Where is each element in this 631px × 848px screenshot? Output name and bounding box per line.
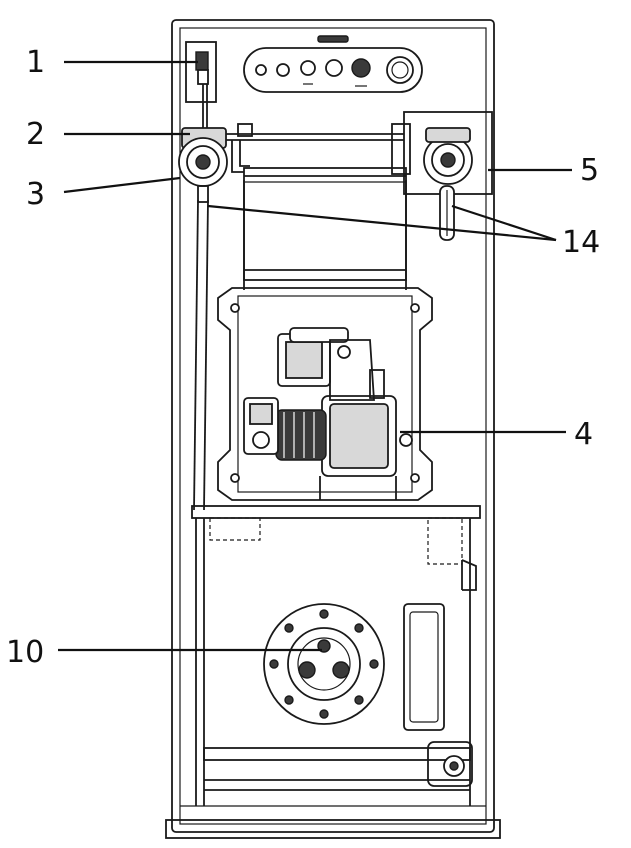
panel-knob-icon: [300, 60, 316, 76]
burner: [243, 327, 413, 500]
burner-flange: [263, 603, 385, 725]
callout-label-14: 14: [562, 225, 600, 260]
callout-label-2: 2: [26, 117, 45, 152]
leader-14a: [207, 204, 557, 242]
right-pump: [403, 111, 493, 241]
panel-knob-icon: [325, 59, 343, 77]
callout-label-10: 10: [6, 635, 44, 670]
callout-labels: 1 2 3 5 14 4 10: [6, 45, 600, 670]
header-pipes: [226, 123, 411, 281]
panel-switch-icon: [276, 63, 290, 77]
boiler-lower-body: [195, 518, 477, 806]
callout-label-4: 4: [574, 417, 593, 452]
control-panel: [243, 35, 423, 93]
pressure-gauge-icon: [386, 56, 414, 84]
combustion-chamber: [217, 180, 433, 501]
callout-label-3: 3: [26, 177, 45, 212]
lower-shelf: [191, 505, 481, 565]
panel-knob-icon: [351, 58, 371, 78]
callout-leaders: [58, 60, 572, 652]
leader-3: [63, 176, 181, 194]
left-pump: [178, 127, 228, 511]
air-vent: [185, 41, 217, 130]
leader-14b: [451, 204, 557, 242]
boiler-cabinet: [165, 19, 501, 839]
callout-label-1: 1: [26, 45, 45, 80]
brand-badge: [317, 35, 349, 43]
callout-label-5: 5: [580, 153, 599, 188]
panel-indicator-icon: [255, 64, 267, 76]
